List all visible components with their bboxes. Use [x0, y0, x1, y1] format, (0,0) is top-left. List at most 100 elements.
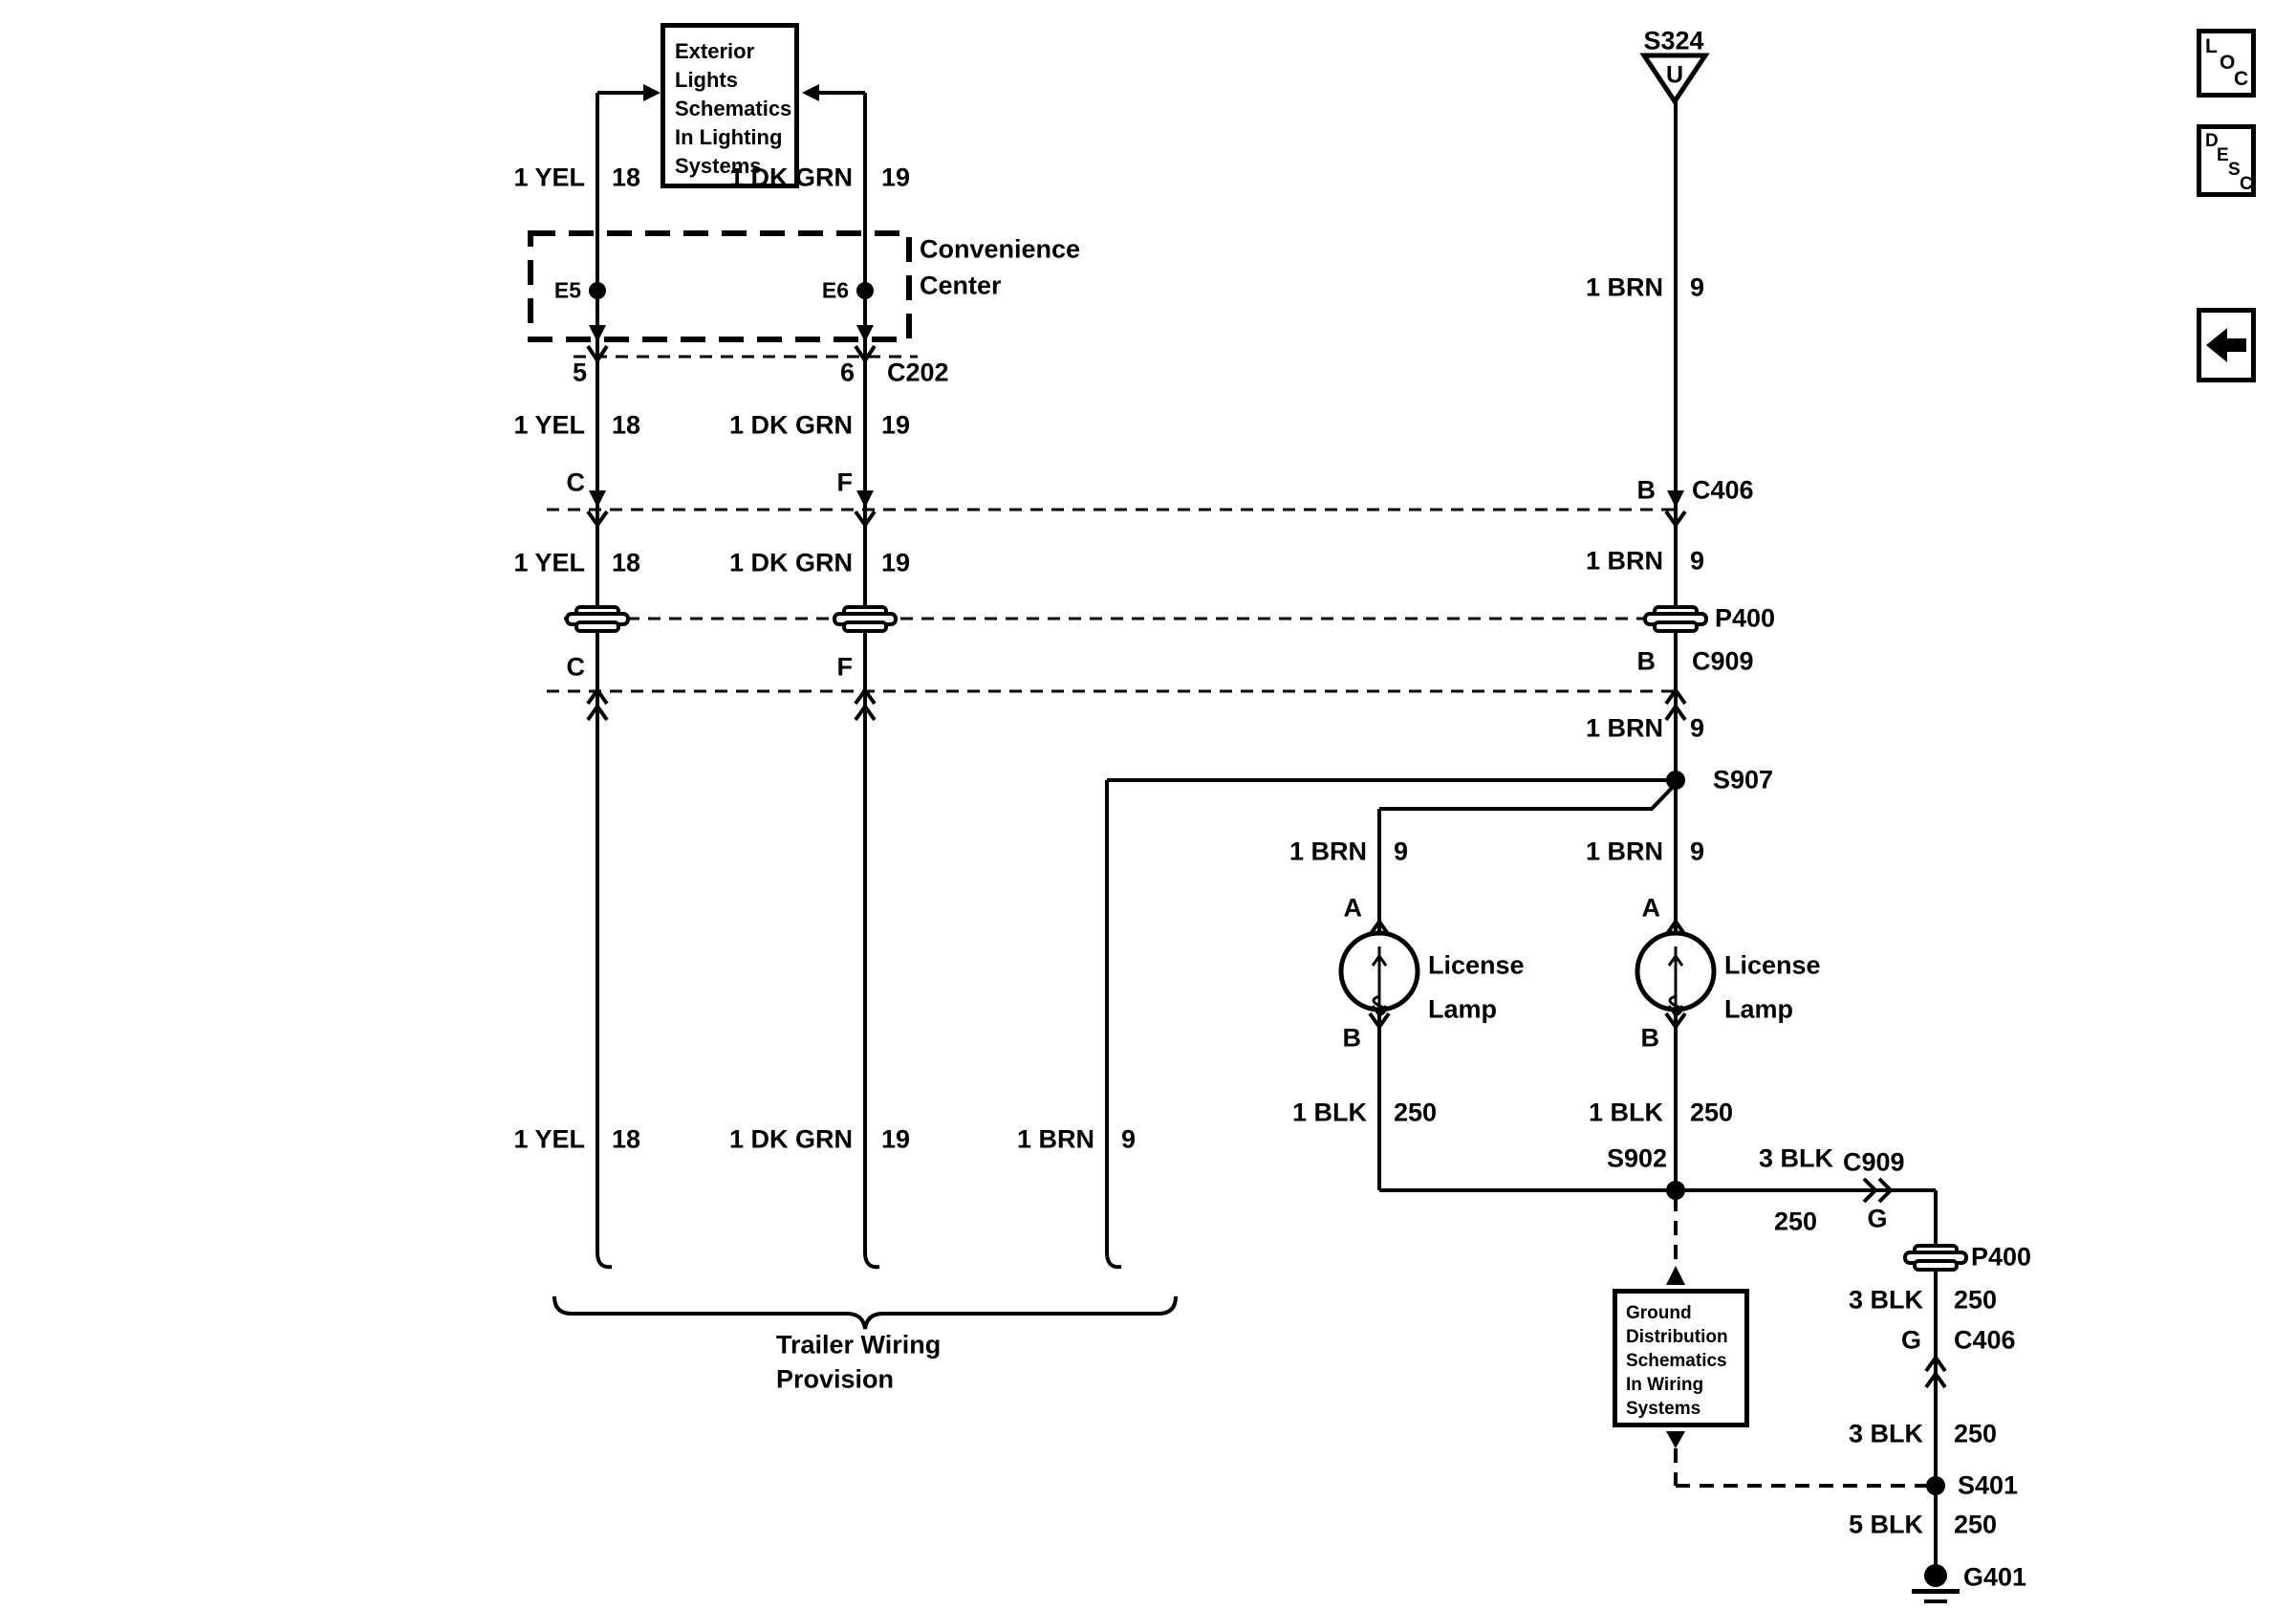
wire-brn-main-column	[1107, 99, 1678, 1190]
pin-label: F	[836, 468, 854, 497]
lamp-filament-right	[1667, 946, 1684, 1017]
back-button[interactable]	[2197, 308, 2256, 382]
circuit-number: 9	[1690, 713, 1705, 743]
connector-label: C909	[1843, 1147, 1905, 1177]
wire-dkgrn-column	[812, 91, 880, 1270]
component-label: Lamp	[1428, 994, 1498, 1024]
pin-label: A	[1641, 893, 1661, 923]
stair-letter: D	[2205, 131, 2219, 151]
circuit-number: 9	[1690, 272, 1705, 302]
circuit-number: 9	[1690, 546, 1705, 576]
wire-label: 1 BRN	[1585, 837, 1663, 866]
splice-dot-s902	[1666, 1181, 1685, 1200]
wire-label: 1 BRN	[1016, 1124, 1094, 1154]
pin-label: E6	[821, 277, 849, 303]
splice-dot-e6	[856, 282, 874, 299]
connector-label: C202	[887, 358, 949, 387]
trailer-wiring-brace	[552, 1295, 1178, 1330]
pin-label: B	[1640, 1023, 1660, 1053]
wire-label: 3 BLK	[1848, 1285, 1923, 1315]
circuit-number: 250	[1954, 1510, 1998, 1539]
down-triangle-icon	[1666, 1431, 1685, 1448]
down-arrowhead-icon	[856, 490, 874, 508]
pin-label: 6	[839, 358, 855, 387]
down-arrowhead-icon	[589, 325, 606, 342]
ground-distribution-reference-box: Ground Distribution Schematics In Wiring…	[1613, 1289, 1749, 1427]
stair-letter: C	[2234, 68, 2249, 90]
wire-label: 5 BLK	[1848, 1510, 1923, 1539]
connector-label: C909	[1692, 646, 1754, 676]
component-label: License	[1724, 950, 1821, 980]
up-triangle-icon	[1666, 1266, 1685, 1285]
pin-label: 5	[572, 358, 587, 387]
wire-label: 1 DK GRN	[728, 548, 853, 577]
wire-label: 1 BRN	[1585, 272, 1663, 302]
wire-label: 3 BLK	[1759, 1143, 1834, 1173]
component-label: Convenience	[920, 234, 1081, 264]
wire-label: 1 YEL	[513, 163, 585, 192]
wire-yel-column	[596, 91, 650, 1270]
splice-letter-u: U	[1665, 61, 1684, 89]
callout-label: Provision	[776, 1364, 895, 1394]
circuit-number: 18	[612, 1124, 641, 1154]
convenience-center-box	[528, 230, 912, 342]
stair-letter: O	[2220, 52, 2236, 74]
wire-label: 1 BLK	[1588, 1098, 1663, 1127]
circuit-number: 19	[881, 163, 911, 192]
circuit-number: 250	[1954, 1419, 1998, 1448]
component-label: Lamp	[1724, 994, 1794, 1024]
circuit-number: 250	[1774, 1207, 1818, 1236]
wire-label: 1 BLK	[1291, 1098, 1367, 1127]
s324-splice-triangle	[1639, 53, 1710, 106]
solid-marks	[589, 84, 1960, 1603]
circuit-number: 19	[881, 548, 911, 577]
pin-label: G	[1867, 1204, 1888, 1233]
down-arrowhead-icon	[1667, 490, 1684, 508]
circuit-number: 18	[612, 548, 641, 577]
pin-label: C	[566, 468, 586, 497]
circuit-number: 9	[1394, 837, 1409, 866]
connector-label: P400	[1971, 1242, 2032, 1272]
ground-label-g401: G401	[1963, 1562, 2027, 1592]
circuit-number: 9	[1690, 837, 1705, 866]
wire-label: 3 BLK	[1848, 1419, 1923, 1448]
stair-letter: L	[2205, 35, 2218, 57]
splice-dot-e5	[589, 282, 606, 299]
circuit-number: 19	[881, 1124, 911, 1154]
grommet-icon	[1643, 605, 1708, 633]
pin-label: E5	[553, 277, 581, 303]
connector-chevrons	[586, 344, 1947, 1389]
circuit-number: 19	[881, 410, 911, 440]
pin-label: B	[1636, 475, 1657, 505]
grommet-icon	[833, 605, 898, 633]
splice-label-s902: S902	[1606, 1143, 1667, 1173]
connector-label: C406	[1692, 475, 1754, 505]
wire-label: 1 BRN	[1585, 546, 1663, 576]
splice-label-s907: S907	[1713, 765, 1774, 794]
left-arrowhead-icon	[802, 84, 819, 101]
splice-dot-s401	[1926, 1476, 1945, 1495]
wire-label: 1 DK GRN	[728, 410, 853, 440]
splice-label-s324: S324	[1643, 26, 1704, 55]
down-arrowhead-icon	[856, 325, 874, 342]
grommet-icon	[565, 605, 630, 633]
pin-label: B	[1342, 1023, 1362, 1053]
circuit-number: 18	[612, 410, 641, 440]
splice-dot-s907	[1666, 771, 1685, 790]
grommet-icon	[1903, 1244, 1968, 1272]
lamp-filament-left	[1371, 946, 1388, 1017]
down-arrowhead-icon	[589, 490, 606, 508]
exterior-lights-reference-box: Exterior Lights Schematics In Lighting S…	[661, 23, 799, 188]
splice-label-s401: S401	[1958, 1470, 2019, 1500]
wire-brn-trailer-column	[1105, 780, 1122, 1270]
pin-label: C	[566, 652, 586, 682]
back-arrow-icon	[2206, 328, 2246, 362]
connector-label: C406	[1954, 1325, 2016, 1355]
callout-label: Trailer Wiring	[776, 1330, 942, 1360]
stair-letter: S	[2228, 160, 2241, 180]
